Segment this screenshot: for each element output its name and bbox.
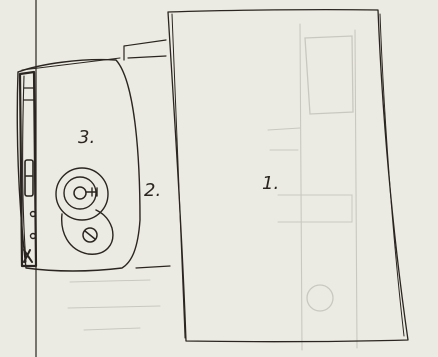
mounting-plate-outline bbox=[124, 40, 166, 60]
label-mounting-plate: 2. bbox=[144, 180, 161, 201]
label-door-panel: 1. bbox=[262, 173, 279, 194]
door-panel-outline bbox=[168, 10, 408, 342]
label-lock-body: 3. bbox=[78, 127, 95, 148]
lock-body-top-edge bbox=[22, 58, 120, 70]
bleed-through-marks bbox=[68, 24, 357, 350]
door-panel-edge-stroke bbox=[172, 14, 185, 338]
